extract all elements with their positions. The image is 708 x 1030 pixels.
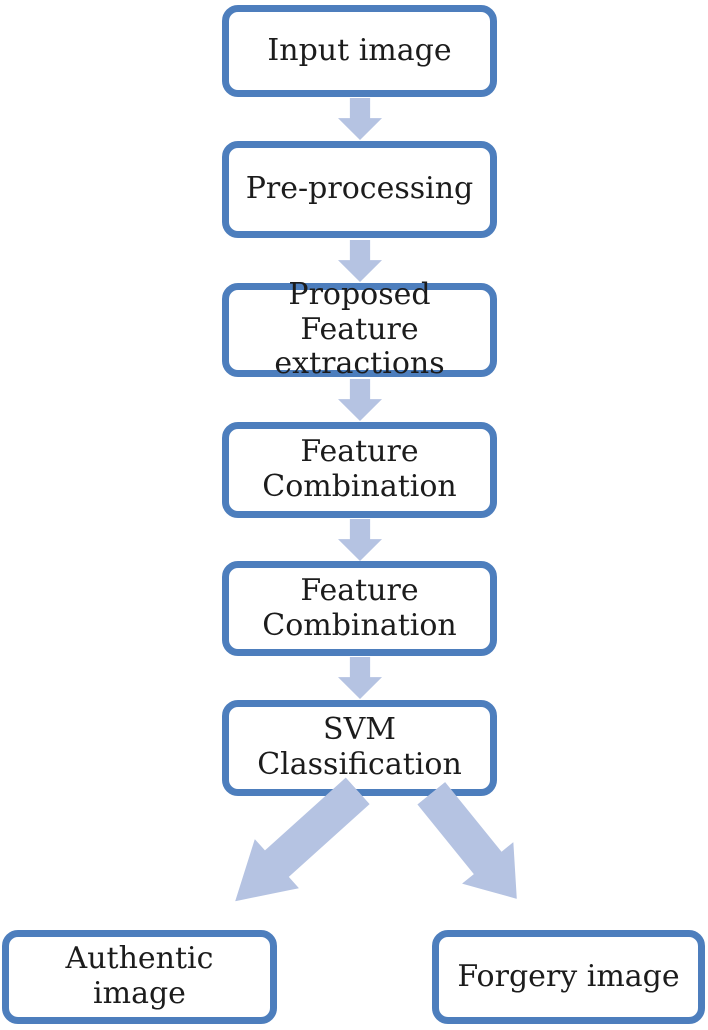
arrow-down-icon <box>338 240 382 282</box>
node-label: Authentic image <box>65 941 214 1011</box>
arrow-down-icon <box>338 657 382 699</box>
node-pre-processing: Pre-processing <box>222 141 497 238</box>
node-label: Forgery image <box>457 958 680 994</box>
node-forgery-image: Forgery image <box>432 930 705 1024</box>
node-label: Feature Combination <box>262 572 457 643</box>
node-svm-classification: SVM Classification <box>222 700 497 796</box>
node-feature-combination-2: Feature Combination <box>222 561 497 656</box>
node-label: Feature Combination <box>262 434 457 504</box>
node-feature-combination-1: Feature Combination <box>222 422 497 518</box>
node-label: Proposed Feature extractions <box>274 276 445 382</box>
node-proposed-feature-extractions: Proposed Feature extractions <box>222 277 497 381</box>
arrow-down-icon <box>338 519 382 561</box>
arrow-down-icon <box>338 98 382 140</box>
node-label: Pre-processing <box>245 171 474 207</box>
arrow-down-icon <box>338 379 382 421</box>
node-authentic-image: Authentic image <box>2 930 277 1024</box>
node-input-image: Input image <box>222 5 497 97</box>
node-label: Input image <box>267 32 452 68</box>
node-label: SVM Classification <box>257 712 462 782</box>
